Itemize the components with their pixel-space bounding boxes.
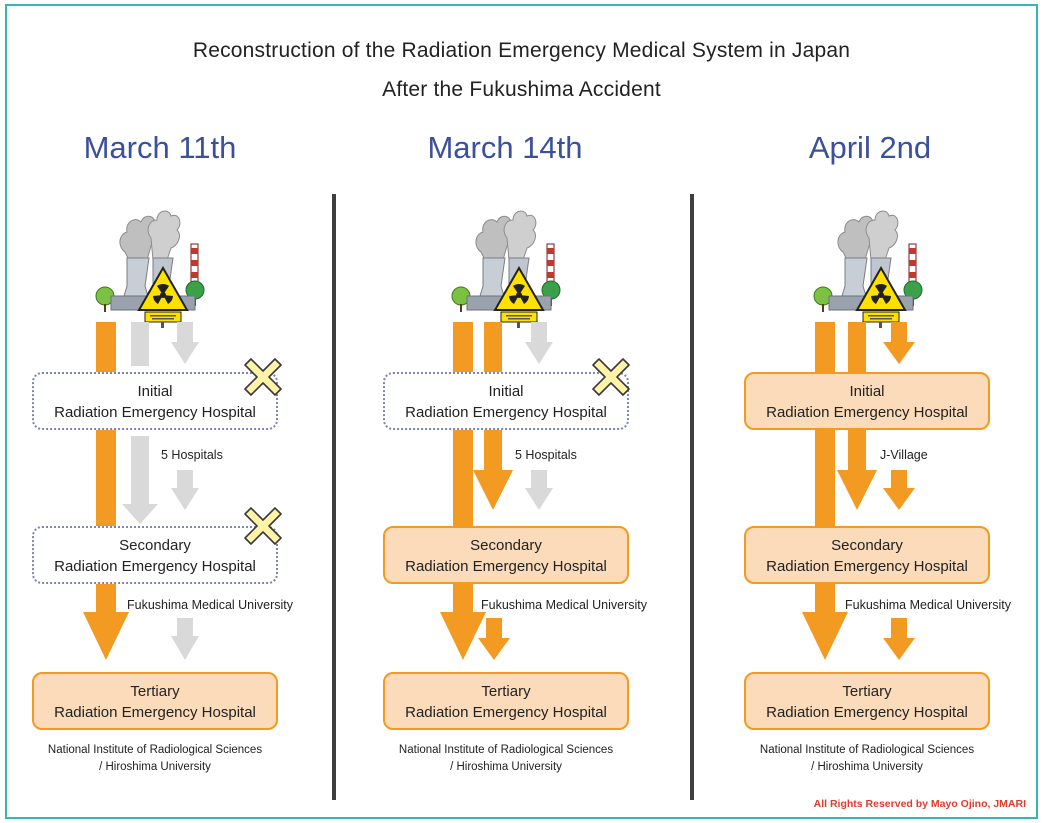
note-line-1: National Institute of Radiological Scien… xyxy=(398,744,614,756)
col1-secondary-tertiary-label: Fukushima Medical University xyxy=(127,598,294,612)
col2-initial-hospital-box: Initial Radiation Emergency Hospital xyxy=(383,372,629,430)
column-divider-1 xyxy=(332,194,336,800)
title-line-1: Reconstruction of the Radiation Emergenc… xyxy=(192,39,851,62)
col2-secondary-hospital-box: Secondary Radiation Emergency Hospital xyxy=(383,526,629,584)
col2-tertiary-hospital-box: Tertiary Radiation Emergency Hospital xyxy=(383,672,629,730)
note-line-2: / Hiroshima University xyxy=(811,761,923,773)
title-line-2: After the Fukushima Accident xyxy=(382,78,661,101)
nuclear-plant-icon-1 xyxy=(95,210,205,329)
box-title: Tertiary xyxy=(130,683,180,700)
col2-inactive-arrows xyxy=(525,322,553,510)
box-subtitle: Radiation Emergency Hospital xyxy=(405,404,607,421)
box-subtitle: Radiation Emergency Hospital xyxy=(766,558,968,575)
box-title: Initial xyxy=(488,383,524,400)
box-subtitle: Radiation Emergency Hospital xyxy=(405,704,607,721)
col1-tertiary-hospital-box: Tertiary Radiation Emergency Hospital xyxy=(32,672,278,730)
col1-initial-hospital-box: Initial Radiation Emergency Hospital xyxy=(32,372,278,430)
box-title: Tertiary xyxy=(481,683,531,700)
box-subtitle: Radiation Emergency Hospital xyxy=(54,558,256,575)
box-subtitle: Radiation Emergency Hospital xyxy=(766,404,968,421)
col3-tertiary-hospital-box: Tertiary Radiation Emergency Hospital xyxy=(744,672,990,730)
copyright-notice: All Rights Reserved by Mayo Ojino, JMARI xyxy=(813,798,1026,810)
note-line-2: / Hiroshima University xyxy=(450,761,562,773)
col3-initial-hospital-box: Initial Radiation Emergency Hospital xyxy=(744,372,990,430)
col1-inactive-arrows xyxy=(122,322,199,660)
box-title: Initial xyxy=(849,383,885,400)
col3-secondary-hospital-box: Secondary Radiation Emergency Hospital xyxy=(744,526,990,584)
col1-initial-secondary-label: 5 Hospitals xyxy=(161,448,223,462)
box-title: Initial xyxy=(137,383,173,400)
column-heading-march-14: March 14th xyxy=(427,130,583,165)
box-subtitle: Radiation Emergency Hospital xyxy=(54,404,256,421)
note-line-1: National Institute of Radiological Scien… xyxy=(759,744,975,756)
col1-tertiary-note: National Institute of Radiological Scien… xyxy=(20,742,290,776)
box-subtitle: Radiation Emergency Hospital xyxy=(405,558,607,575)
box-title: Tertiary xyxy=(842,683,892,700)
diagram-frame: Reconstruction of the Radiation Emergenc… xyxy=(5,4,1038,819)
nuclear-plant-icon-3 xyxy=(813,210,923,329)
box-title: Secondary xyxy=(119,537,191,554)
note-line-2: / Hiroshima University xyxy=(99,761,211,773)
note-line-1: National Institute of Radiological Scien… xyxy=(47,744,263,756)
box-subtitle: Radiation Emergency Hospital xyxy=(766,704,968,721)
col3-initial-secondary-label: J-Village xyxy=(880,448,928,462)
col2-initial-secondary-label: 5 Hospitals xyxy=(515,448,577,462)
col3-tertiary-note: National Institute of Radiological Scien… xyxy=(732,742,1002,776)
col3-secondary-tertiary-label: Fukushima Medical University xyxy=(845,598,1012,612)
col2-secondary-tertiary-label: Fukushima Medical University xyxy=(481,598,648,612)
box-title: Secondary xyxy=(831,537,903,554)
column-heading-april-2: April 2nd xyxy=(808,130,932,165)
col2-tertiary-note: National Institute of Radiological Scien… xyxy=(371,742,641,776)
col1-secondary-hospital-box: Secondary Radiation Emergency Hospital xyxy=(32,526,278,584)
nuclear-plant-icon-2 xyxy=(451,210,561,329)
column-divider-2 xyxy=(690,194,694,800)
box-title: Secondary xyxy=(470,537,542,554)
column-heading-march-11: March 11th xyxy=(83,130,237,165)
box-subtitle: Radiation Emergency Hospital xyxy=(54,704,256,721)
